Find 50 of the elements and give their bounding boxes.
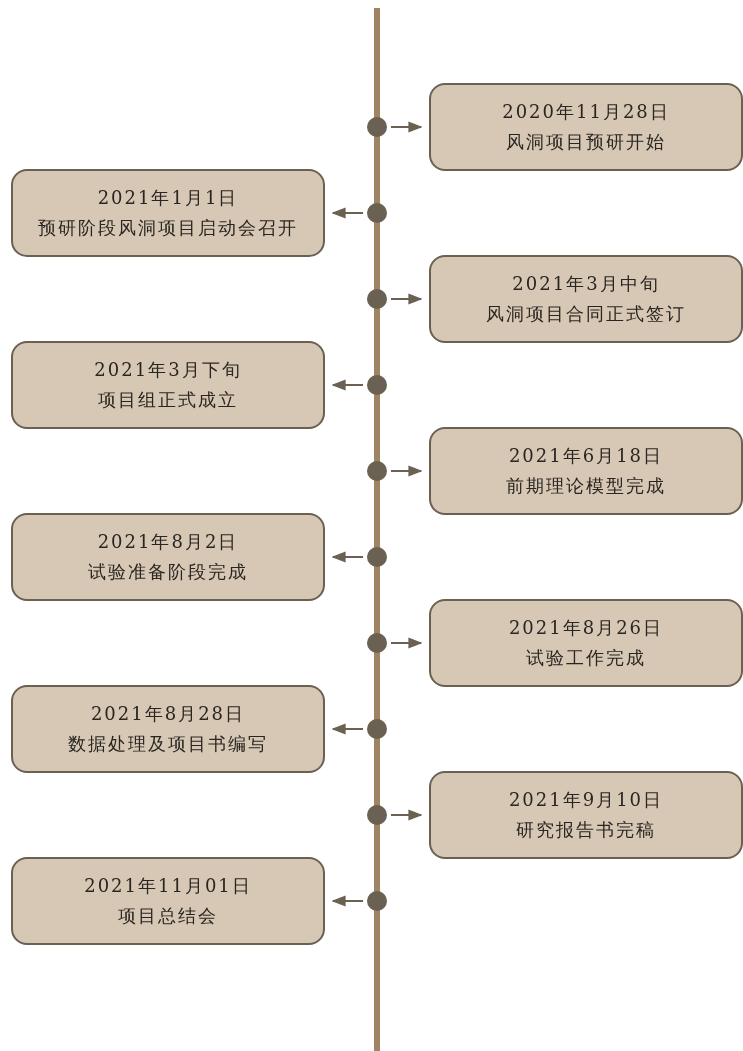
event-text: 项目总结会 bbox=[118, 904, 218, 928]
event-box bbox=[429, 427, 743, 515]
date-text: 2021年11月01日 bbox=[84, 874, 252, 898]
arrow bbox=[390, 293, 423, 305]
event-text: 试验准备阶段完成 bbox=[88, 560, 248, 584]
date-text: 2021年6月18日 bbox=[508, 444, 664, 468]
date-text: 2021年8月2日 bbox=[97, 530, 239, 554]
event-text: 风洞项目合同正式签订 bbox=[486, 302, 686, 326]
event-text: 前期理论模型完成 bbox=[506, 474, 666, 498]
event-text: 项目组正式成立 bbox=[98, 388, 238, 412]
arrow bbox=[331, 723, 364, 735]
timeline-dot bbox=[367, 117, 387, 137]
timeline-dot bbox=[367, 547, 387, 567]
timeline-dot bbox=[367, 289, 387, 309]
arrow bbox=[390, 637, 423, 649]
event-box bbox=[429, 83, 743, 171]
timeline-dot bbox=[367, 633, 387, 653]
arrow bbox=[390, 121, 423, 133]
event-text: 试验工作完成 bbox=[526, 646, 646, 670]
event-box bbox=[11, 685, 325, 773]
event-box bbox=[429, 599, 743, 687]
date-text: 2020年11月28日 bbox=[502, 100, 670, 124]
event-text: 预研阶段风洞项目启动会召开 bbox=[38, 216, 298, 240]
date-text: 2021年8月28日 bbox=[90, 702, 246, 726]
event-text: 风洞项目预研开始 bbox=[506, 130, 666, 154]
timeline-dot bbox=[367, 203, 387, 223]
arrow bbox=[331, 895, 364, 907]
arrow bbox=[331, 379, 364, 391]
timeline-dot bbox=[367, 375, 387, 395]
date-text: 2021年9月10日 bbox=[508, 788, 664, 812]
event-box bbox=[11, 513, 325, 601]
event-text: 研究报告书完稿 bbox=[516, 818, 656, 842]
event-text: 数据处理及项目书编写 bbox=[68, 732, 268, 756]
arrow bbox=[331, 551, 364, 563]
arrow bbox=[390, 809, 423, 821]
date-text: 2021年3月下旬 bbox=[94, 358, 242, 382]
date-text: 2021年8月26日 bbox=[508, 616, 664, 640]
timeline-dot bbox=[367, 805, 387, 825]
timeline-dot bbox=[367, 719, 387, 739]
event-box bbox=[11, 169, 325, 257]
arrow bbox=[331, 207, 364, 219]
date-text: 2021年3月中旬 bbox=[512, 272, 660, 296]
event-box bbox=[429, 771, 743, 859]
event-box bbox=[11, 341, 325, 429]
timeline-dot bbox=[367, 891, 387, 911]
event-box bbox=[11, 857, 325, 945]
event-box bbox=[429, 255, 743, 343]
timeline-dot bbox=[367, 461, 387, 481]
date-text: 2021年1月1日 bbox=[97, 186, 239, 210]
arrow bbox=[390, 465, 423, 477]
